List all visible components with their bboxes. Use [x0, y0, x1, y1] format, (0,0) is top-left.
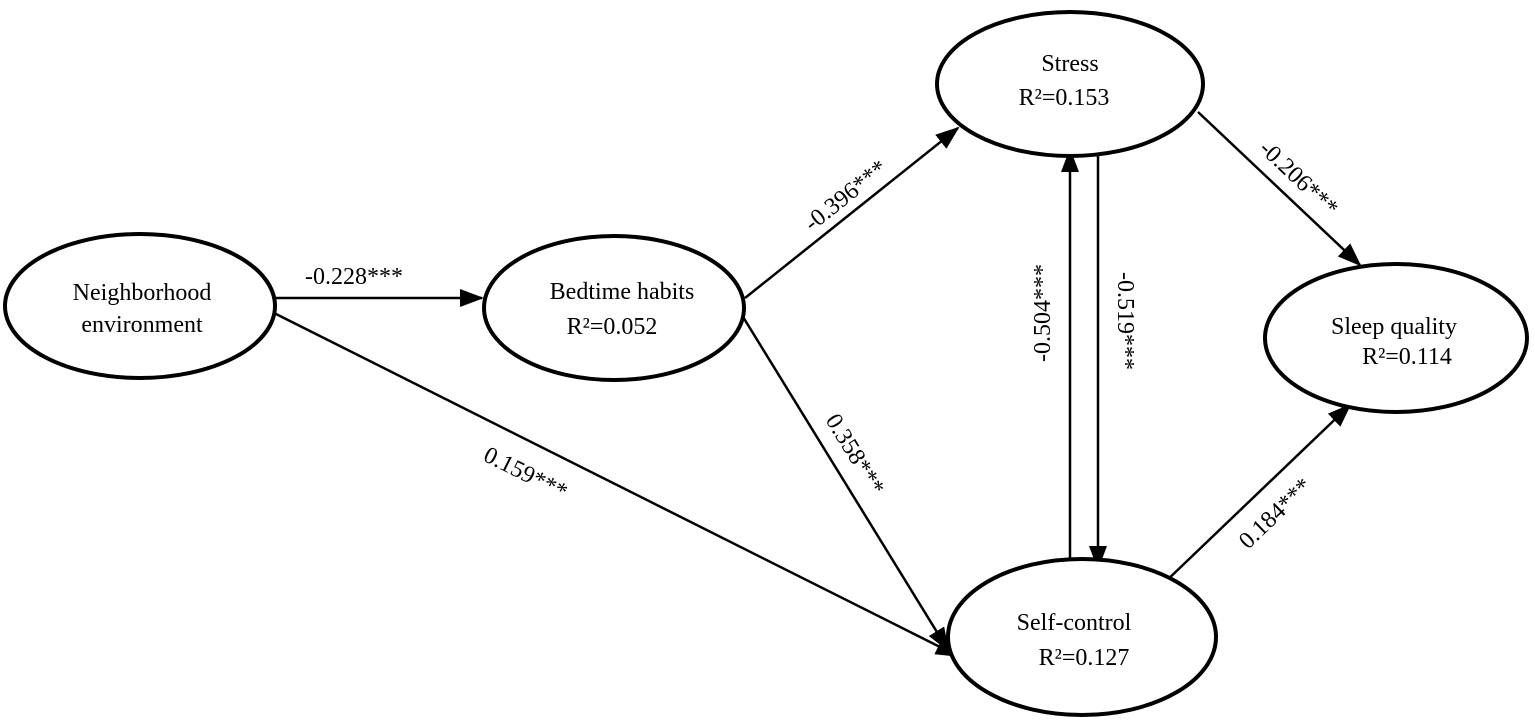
node-r2: R²=0.052 [567, 314, 658, 340]
node-ellipse [1263, 262, 1529, 414]
node-self-control: Self-control R²=0.127 [946, 557, 1218, 717]
edge-labels: -0.228*** 0.159*** -0.396*** 0.358*** -0… [305, 135, 1343, 554]
label-neighborhood-bedtime: -0.228*** [305, 264, 403, 290]
node-label: Sleep quality [1331, 314, 1457, 340]
node-r2: R²=0.153 [1019, 85, 1110, 111]
node-ellipse [3, 232, 277, 380]
node-ellipse [482, 234, 746, 382]
node-r2: R²=0.114 [1362, 344, 1452, 370]
edge-neighborhood-to-selfcontrol [271, 310, 960, 658]
label-stress-selfcontrol: -0.519*** [1112, 272, 1138, 370]
node-bedtime-habits: Bedtime habits R²=0.052 [482, 234, 746, 382]
node-r2: R²=0.127 [1039, 645, 1130, 671]
label-bedtime-selfcontrol: 0.358*** [820, 410, 889, 500]
node-label: Neighborhood [73, 280, 212, 306]
node-label: Self-control [1017, 610, 1132, 636]
node-neighborhood-environment: Neighborhood environment [3, 232, 277, 380]
node-ellipse [946, 557, 1218, 717]
label-bedtime-stress: -0.396*** [800, 155, 893, 236]
node-ellipse [935, 10, 1205, 158]
node-label: Bedtime habits [550, 279, 695, 305]
node-label: environment [81, 312, 203, 338]
label-selfcontrol-sleep: 0.184*** [1234, 473, 1317, 554]
node-label: Stress [1041, 51, 1098, 77]
node-sleep-quality: Sleep quality R²=0.114 [1263, 262, 1529, 414]
edge-bedtime-to-selfcontrol [738, 311, 950, 652]
node-stress: Stress R²=0.153 [935, 10, 1205, 158]
edge-selfcontrol-to-sleep [1161, 403, 1352, 586]
edge-stress-to-sleep [1197, 111, 1362, 267]
edges [271, 111, 1362, 658]
label-selfcontrol-stress: -0.504*** [1030, 264, 1056, 362]
edge-bedtime-to-stress [744, 126, 960, 299]
label-neighborhood-selfcontrol: 0.159*** [479, 442, 571, 506]
